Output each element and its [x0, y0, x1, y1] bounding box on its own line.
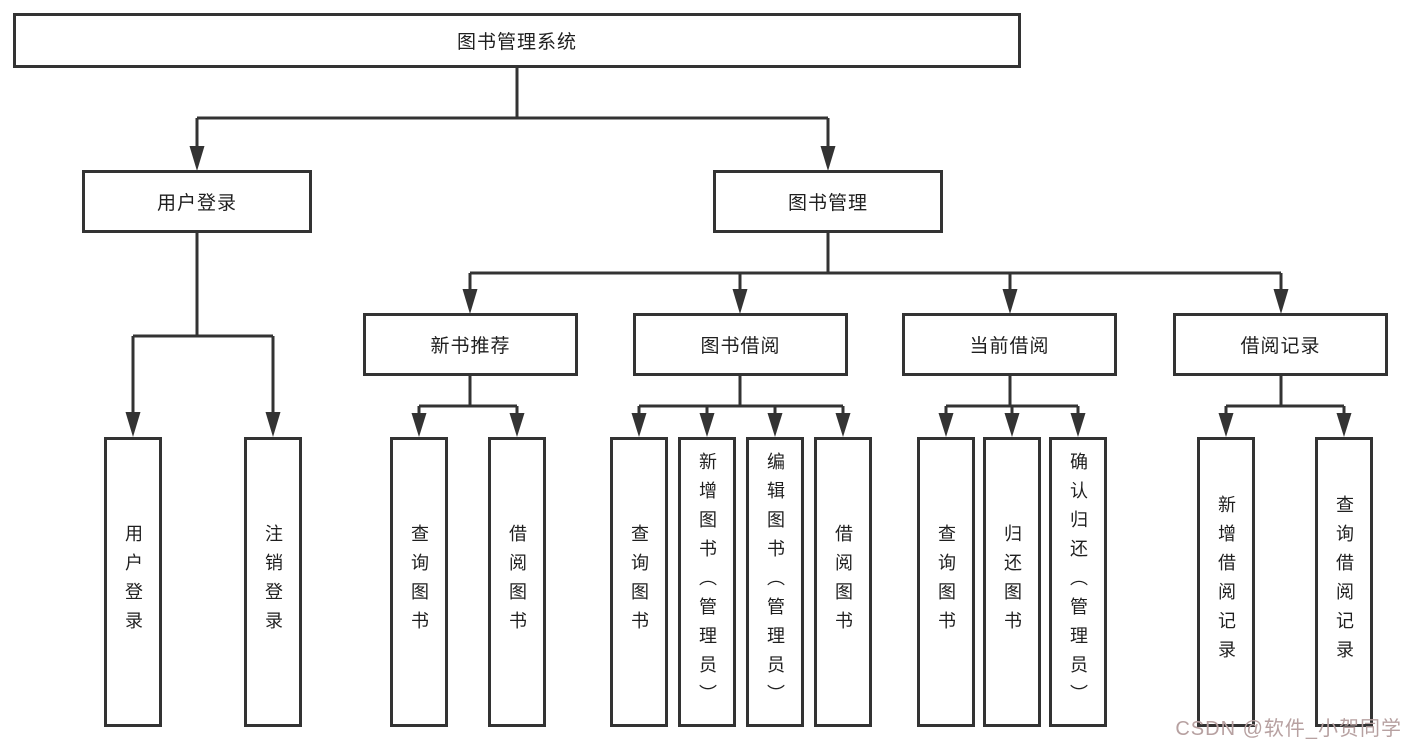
leaf-confirm-return-admin: 确认归还（管理员）	[1049, 437, 1107, 727]
leaf-label: 查询图书	[629, 524, 649, 640]
leaf-query-book-recommend: 查询图书	[390, 437, 448, 727]
leaf-add-book-admin: 新增图书（管理员）	[678, 437, 736, 727]
node-label: 图书管理系统	[456, 32, 577, 53]
leaf-label: 注销登录	[263, 524, 283, 640]
leaf-borrow-book: 借阅图书	[814, 437, 872, 727]
leaf-label: 查询借阅记录	[1334, 495, 1354, 669]
leaf-label: 借阅图书	[833, 524, 853, 640]
leaf-borrow-book-recommend: 借阅图书	[488, 437, 546, 727]
leaf-label: 新增图书（管理员）	[697, 451, 717, 713]
leaf-label: 归还图书	[1002, 524, 1022, 640]
node-label: 当前借阅	[969, 336, 1050, 357]
node-current-borrow: 当前借阅	[902, 313, 1117, 376]
node-label: 新书推荐	[430, 336, 511, 357]
leaf-label: 查询图书	[409, 524, 429, 640]
leaf-return-book: 归还图书	[983, 437, 1041, 727]
node-user-login: 用户登录	[82, 170, 312, 233]
leaf-label: 编辑图书（管理员）	[765, 451, 785, 713]
leaf-user-login: 用户登录	[104, 437, 162, 727]
leaf-edit-book-admin: 编辑图书（管理员）	[746, 437, 804, 727]
node-label: 图书借阅	[700, 336, 781, 357]
leaf-add-borrow-record: 新增借阅记录	[1197, 437, 1255, 727]
node-book-borrow: 图书借阅	[633, 313, 848, 376]
node-label: 图书管理	[787, 193, 868, 214]
csdn-watermark: CSDN @软件_小贺同学	[1175, 718, 1402, 740]
node-new-book-recommend: 新书推荐	[363, 313, 578, 376]
leaf-label: 借阅图书	[507, 524, 527, 640]
node-borrow-records: 借阅记录	[1173, 313, 1388, 376]
node-label: 用户登录	[156, 193, 237, 214]
leaf-label: 查询图书	[936, 524, 956, 640]
node-book-management: 图书管理	[713, 170, 943, 233]
leaf-query-borrow-record: 查询借阅记录	[1315, 437, 1373, 727]
node-label: 借阅记录	[1240, 336, 1321, 357]
leaf-query-book-current: 查询图书	[917, 437, 975, 727]
leaf-label: 用户登录	[123, 524, 143, 640]
node-library-management-system: 图书管理系统	[13, 13, 1021, 68]
leaf-label: 确认归还（管理员）	[1068, 451, 1088, 713]
leaf-logout: 注销登录	[244, 437, 302, 727]
leaf-label: 新增借阅记录	[1216, 495, 1236, 669]
leaf-query-book-borrow: 查询图书	[610, 437, 668, 727]
